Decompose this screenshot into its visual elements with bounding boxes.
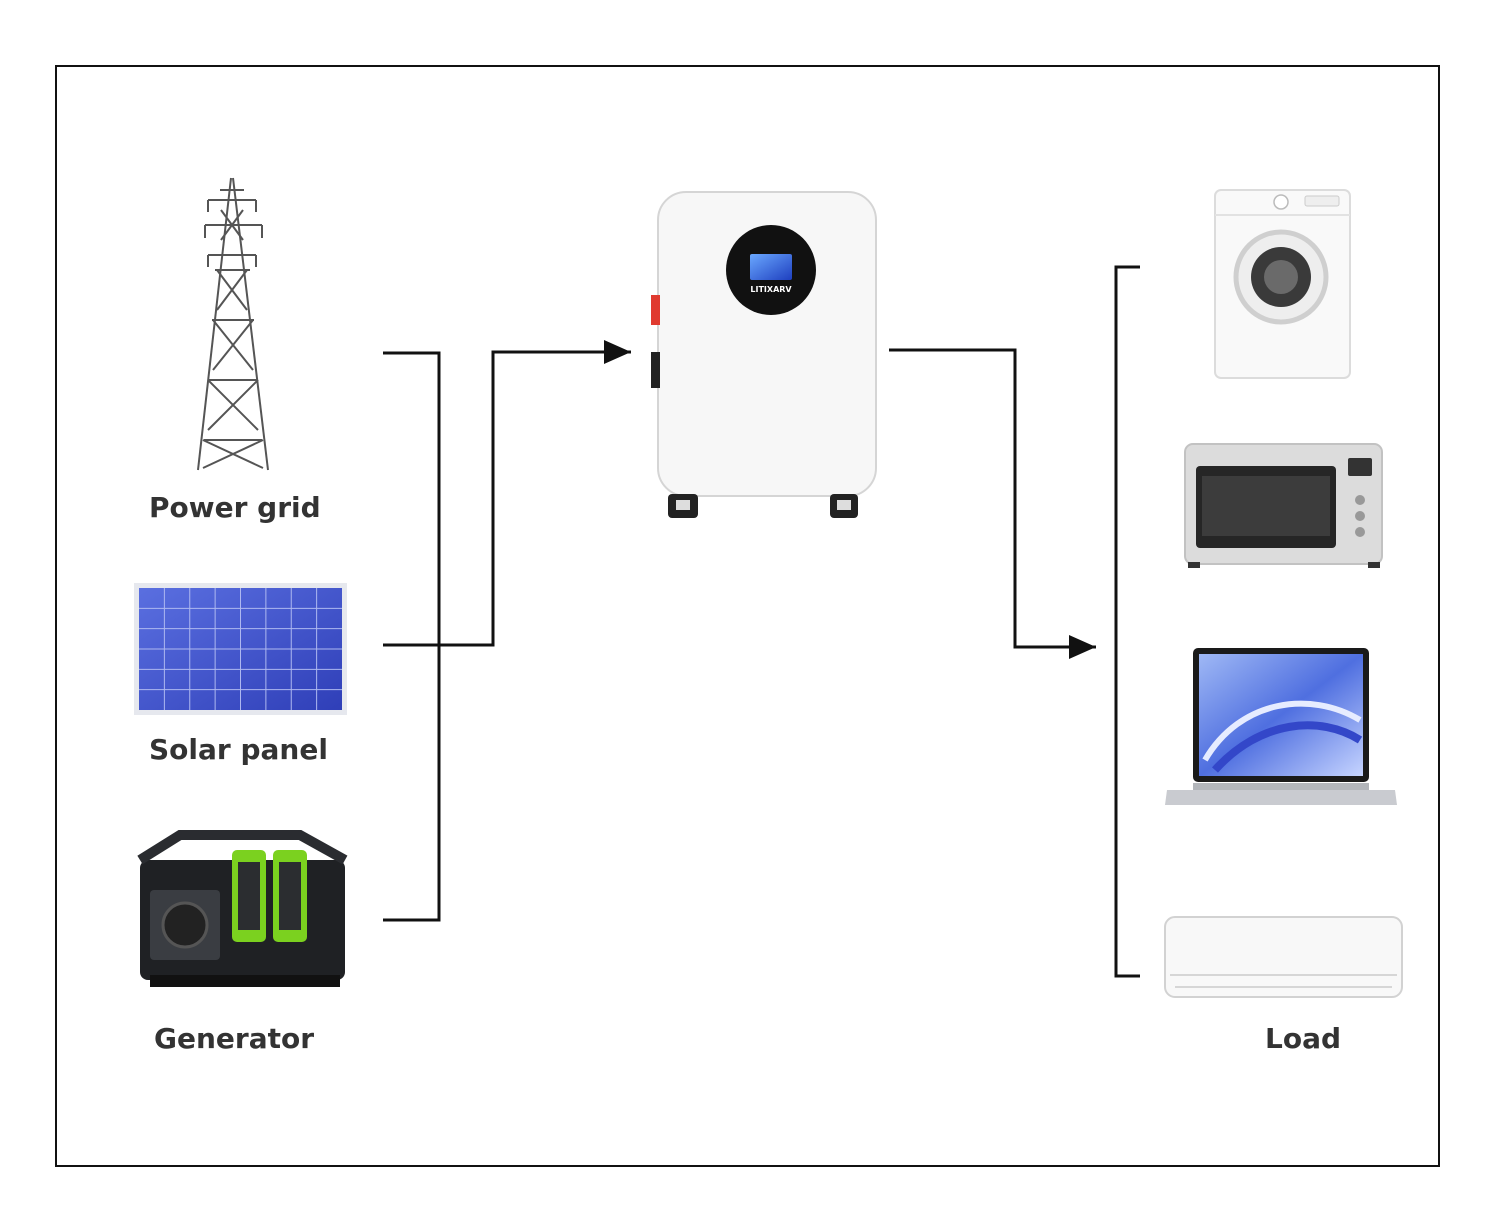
generator-label: Generator xyxy=(154,1022,315,1055)
solar-panel-label: Solar panel xyxy=(149,733,328,766)
generator-icon xyxy=(137,830,348,987)
connector-lines xyxy=(383,265,1140,978)
washing-machine-icon xyxy=(1214,189,1351,379)
air-conditioner-icon xyxy=(1164,916,1403,998)
transmission-tower-icon xyxy=(197,177,269,471)
diagram-frame xyxy=(55,65,1440,1167)
output-arrow xyxy=(889,348,1096,659)
battery-brand-label: LITIXARV xyxy=(750,285,792,294)
input-arrow xyxy=(439,340,631,647)
load-bracket xyxy=(1114,265,1140,978)
load-label: Load xyxy=(1265,1022,1342,1055)
battery-storage-icon xyxy=(651,191,877,518)
solar-panel-icon xyxy=(134,583,347,715)
toaster-oven-icon xyxy=(1184,443,1383,568)
power-grid-label: Power grid xyxy=(149,491,321,524)
laptop-icon xyxy=(1165,648,1397,805)
grid-line xyxy=(383,351,441,922)
